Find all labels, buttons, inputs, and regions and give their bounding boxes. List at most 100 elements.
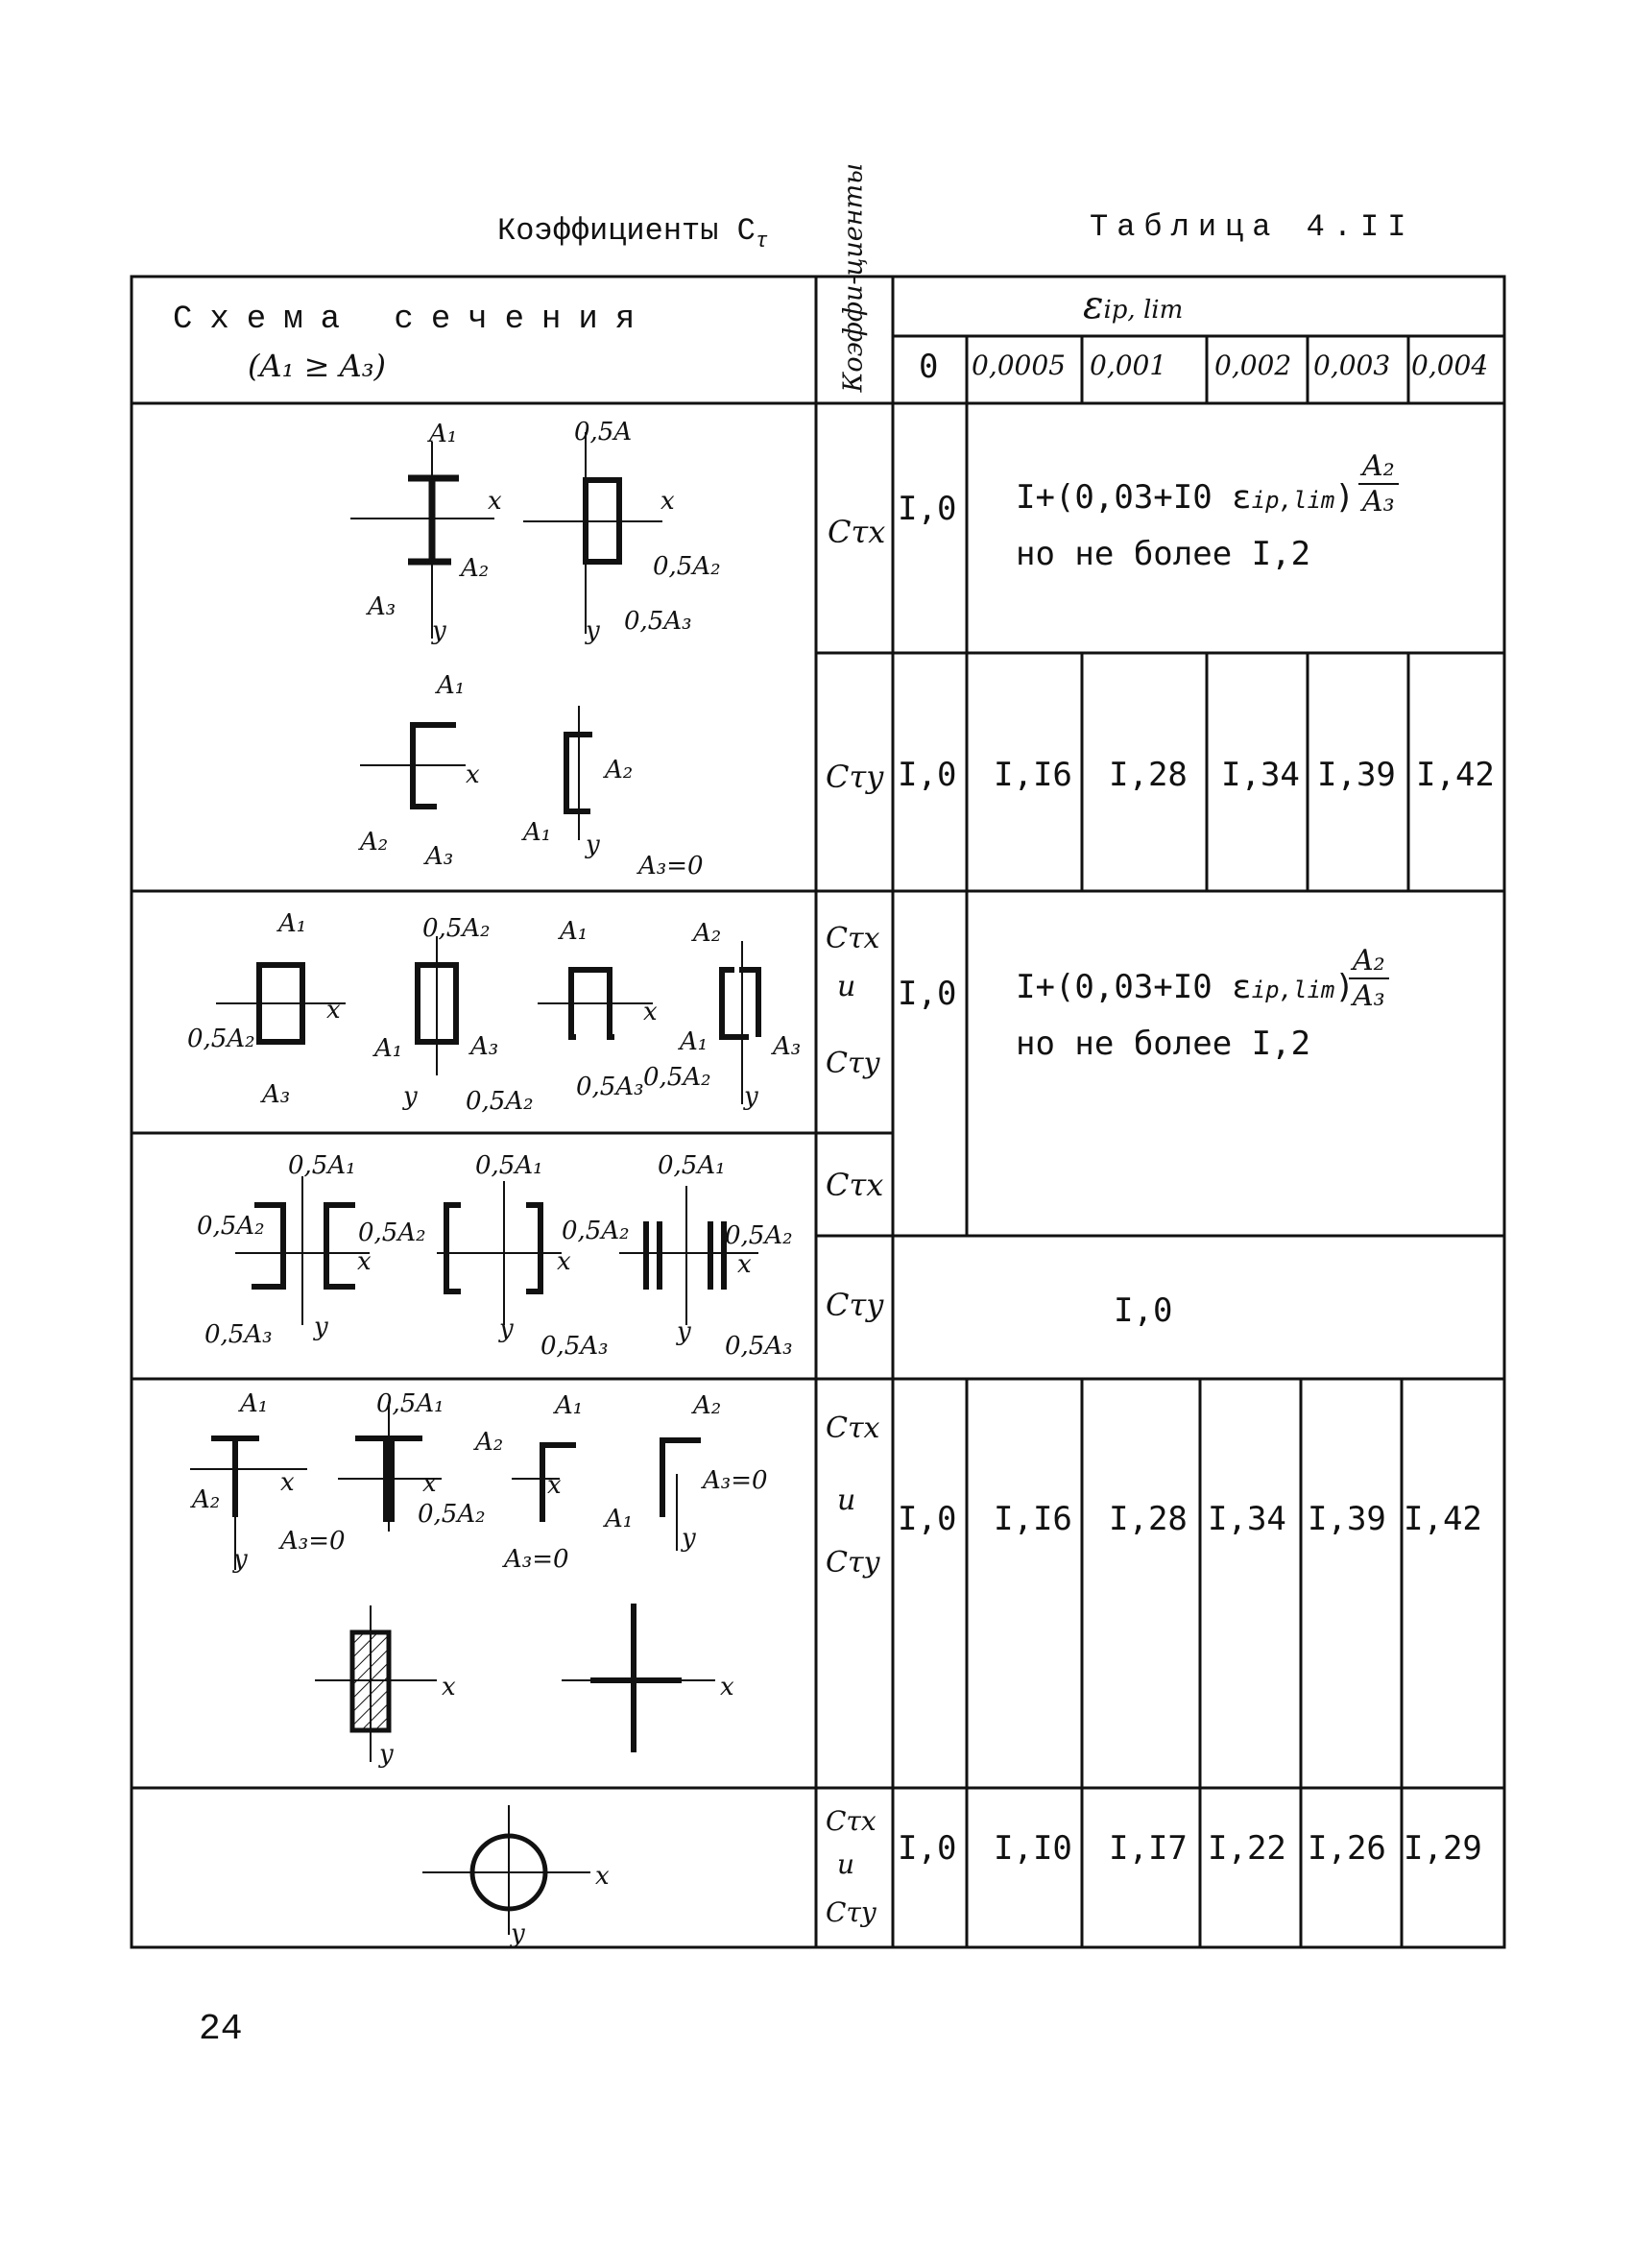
fraction-numerator: A₂: [1349, 944, 1389, 979]
formula-line-2: но не более I,2: [1016, 535, 1311, 573]
label-x: x: [442, 1673, 456, 1701]
label-a1: A₁: [435, 671, 465, 700]
rectangle-plate-figure: [315, 1605, 437, 1762]
label-a2: A₂: [358, 828, 388, 857]
coef-and: и: [837, 970, 856, 1003]
eps-header: εip, lim: [1083, 283, 1183, 327]
eps-col-0: 0: [919, 348, 939, 386]
table-border: [130, 275, 1506, 1949]
coef-cty: Cτy: [826, 1287, 884, 1323]
value-cell: I,0: [898, 1829, 957, 1868]
label-a3-zero: A₃=0: [701, 1466, 768, 1495]
formula-line-1: I+(0,03+I0 εip,lim): [1016, 478, 1355, 517]
i-beam-figure: [350, 442, 494, 639]
label-y: y: [313, 1313, 328, 1341]
compound-channel-figure: [252, 1202, 727, 1294]
formula-fraction-2: A₂ A₃: [1349, 944, 1389, 1013]
coef-ctx: Cτx: [826, 922, 880, 955]
coef-cty: Cτy: [826, 759, 884, 795]
caption-subscript: τ: [755, 229, 769, 253]
label-x: x: [488, 487, 502, 516]
label-a1: A₁: [372, 1034, 402, 1063]
formula-line-2: но не более I,2: [1016, 1025, 1311, 1063]
label-a3: A₃: [468, 1032, 498, 1061]
value-cell: I,I6: [994, 756, 1072, 794]
label-a3: A₃: [260, 1080, 290, 1109]
label-half-a2: 0,5A₂: [197, 1212, 265, 1241]
formula-main: I+(0,03+I0 ε: [1016, 968, 1252, 1006]
eps-col-5: 0,004: [1411, 350, 1489, 381]
label-half-a2: 0,5A₂: [422, 914, 491, 943]
tube-figure: [422, 1805, 590, 1935]
label-x: x: [280, 1468, 295, 1497]
caption-text: Коэффициенты C: [497, 213, 756, 249]
coef-cty: Cτy: [826, 1047, 880, 1080]
label-a3: A₃: [366, 592, 396, 621]
label-y: y: [431, 616, 446, 645]
label-half-a2: 0,5A₂: [653, 552, 721, 581]
label-y: y: [498, 1315, 514, 1343]
value-cell: I,39: [1317, 756, 1396, 794]
value-cell: I,0: [898, 490, 957, 528]
angle-figure: [564, 706, 592, 840]
label-a1: A₁: [276, 909, 306, 938]
page-number: 24: [199, 2009, 243, 2050]
eps-symbol: ε: [1083, 283, 1104, 327]
coef-cty: Cτy: [826, 1546, 880, 1580]
label-a3: A₃: [423, 842, 453, 871]
label-a2: A₂: [473, 1428, 503, 1457]
label-half-a2: 0,5A₂: [187, 1025, 255, 1053]
label-x: x: [595, 1862, 610, 1891]
label-a3: A₃: [771, 1032, 801, 1061]
label-y: y: [510, 1919, 525, 1948]
value-cell: I,26: [1308, 1829, 1386, 1868]
label-y: y: [676, 1317, 691, 1346]
label-y: y: [232, 1545, 248, 1574]
label-y: y: [585, 831, 600, 859]
value-cell: I,34: [1221, 756, 1300, 794]
value-cell: I,I7: [1109, 1829, 1188, 1868]
label-a2: A₂: [691, 919, 721, 948]
fraction-denominator: A₃: [1353, 979, 1385, 1013]
label-half-a2: 0,5A₂: [358, 1218, 426, 1247]
value-cell: I,0: [898, 756, 957, 794]
label-x: x: [557, 1247, 571, 1276]
label-x: x: [357, 1247, 372, 1276]
label-half-a: 0,5A: [574, 418, 632, 446]
label-half-a3: 0,5A₃: [204, 1320, 273, 1349]
formula-cell-1: I+(0,03+I0 εip,lim) но не более I,2: [1016, 470, 1355, 581]
label-a2: A₂: [190, 1485, 220, 1514]
schema-header: Схема сечения: [173, 302, 653, 338]
label-a1: A₁: [238, 1389, 268, 1418]
label-a1: A₁: [678, 1027, 708, 1056]
coef-cty: Cτy: [826, 1896, 877, 1928]
label-x: x: [720, 1673, 734, 1701]
coef-and: и: [837, 1848, 855, 1880]
label-half-a3: 0,5A₃: [725, 1332, 793, 1361]
label-half-a1: 0,5A₁: [658, 1151, 726, 1180]
value-cell: I,28: [1109, 756, 1188, 794]
label-x: x: [466, 760, 480, 789]
eps-col-4: 0,003: [1313, 350, 1391, 381]
double-channel-figure: [523, 432, 662, 634]
label-half-a2: 0,5A₂: [643, 1063, 711, 1092]
value-cell: I,34: [1208, 1500, 1286, 1538]
label-a2: A₂: [691, 1391, 721, 1420]
value-cell: I,0: [898, 975, 957, 1013]
label-a1: A₁: [427, 420, 457, 448]
label-half-a1: 0,5A₁: [475, 1151, 543, 1180]
label-a1: A₁: [553, 1391, 583, 1420]
eps-col-3: 0,002: [1214, 350, 1292, 381]
formula-cell-2: I+(0,03+I0 εip,lim) но не более I,2: [1016, 960, 1355, 1071]
formula-subscript: ip,lim: [1251, 977, 1335, 1003]
label-a3-zero: A₃=0: [278, 1527, 346, 1556]
label-half-a3: 0,5A₃: [576, 1073, 644, 1101]
eps-col-1: 0,0005: [972, 350, 1066, 381]
formula-main: I+(0,03+I0 ε: [1016, 478, 1252, 517]
merged-value: I,0: [1114, 1291, 1173, 1330]
label-x: x: [643, 998, 658, 1026]
value-cell: I,28: [1109, 1500, 1188, 1538]
value-cell: I,39: [1308, 1500, 1386, 1538]
table-caption: Коэффициенты Cτ: [497, 213, 768, 253]
